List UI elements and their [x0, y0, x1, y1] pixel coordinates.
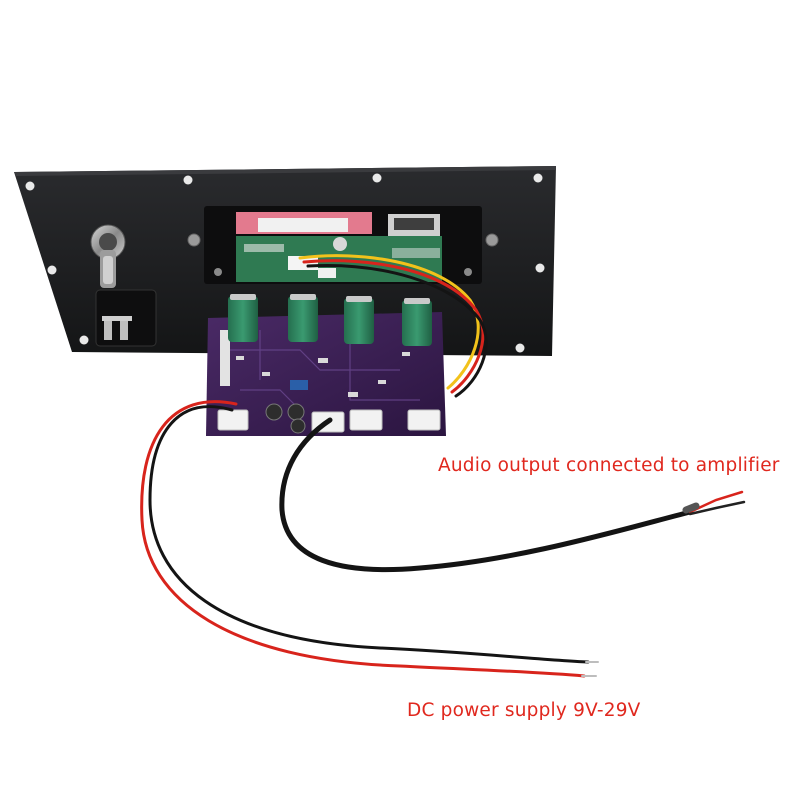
- output-connectors: [217, 409, 441, 433]
- ribbon-wires: [298, 254, 488, 398]
- player-module: [187, 206, 499, 284]
- mounting-hole: [372, 173, 382, 183]
- audio-output-cable: [279, 417, 746, 573]
- connector: [217, 409, 249, 431]
- capacitor: [344, 298, 374, 344]
- capacitor-row: [228, 294, 432, 346]
- power-socket: [95, 289, 157, 347]
- electrolytic-capacitors: [265, 403, 306, 434]
- mounting-hole: [25, 181, 35, 191]
- capacitor: [288, 296, 318, 342]
- audio-output-caption: Audio output connected to amplifier: [438, 455, 780, 476]
- mounting-hole: [535, 263, 545, 273]
- mounting-hole: [79, 335, 89, 345]
- mounting-hole: [533, 173, 543, 183]
- capacitor: [228, 296, 258, 342]
- dc-power-caption: DC power supply 9V-29V: [407, 700, 641, 721]
- connector: [349, 409, 383, 431]
- mounting-hole: [515, 343, 525, 353]
- capacitor: [402, 300, 432, 346]
- amplifier-pcb: [206, 312, 446, 436]
- dc-power-wires: [140, 400, 599, 678]
- panel-jack: [90, 224, 126, 288]
- connector: [407, 409, 441, 431]
- mounting-hole: [47, 265, 57, 275]
- mounting-hole: [183, 175, 193, 185]
